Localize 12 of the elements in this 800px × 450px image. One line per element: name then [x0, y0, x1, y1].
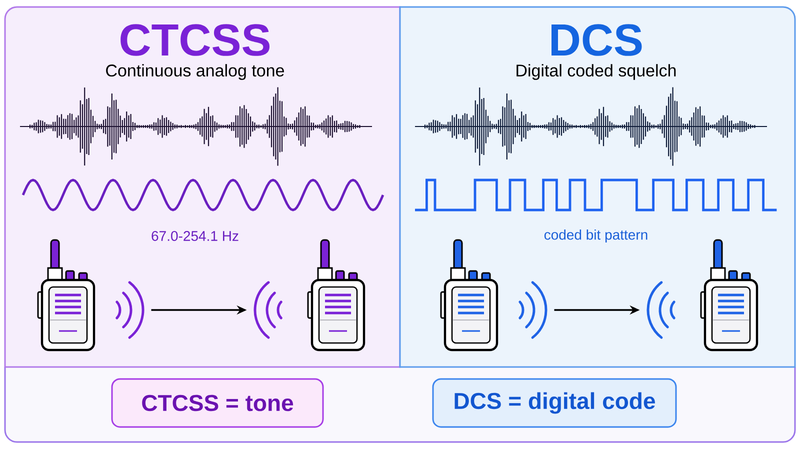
walkie-talkie-picture — [646, 239, 758, 352]
heading: DCS — [552, 24, 642, 56]
subheading: Digital coded squelch — [516, 64, 676, 80]
summary-box: CTCSS = tone — [111, 378, 324, 428]
heading: CTCSS — [120, 24, 270, 56]
walkie-talkie-picture — [440, 239, 548, 352]
signal-label: coded bit pattern — [544, 229, 648, 243]
signal-label: 67.0-254.1 Hz — [152, 231, 238, 241]
summary-box: DCS = digital code — [432, 378, 677, 428]
walkie-talkie-picture — [254, 239, 366, 352]
walkie-talkie-picture — [37, 239, 144, 352]
subheading: Continuous analog tone — [106, 64, 284, 80]
